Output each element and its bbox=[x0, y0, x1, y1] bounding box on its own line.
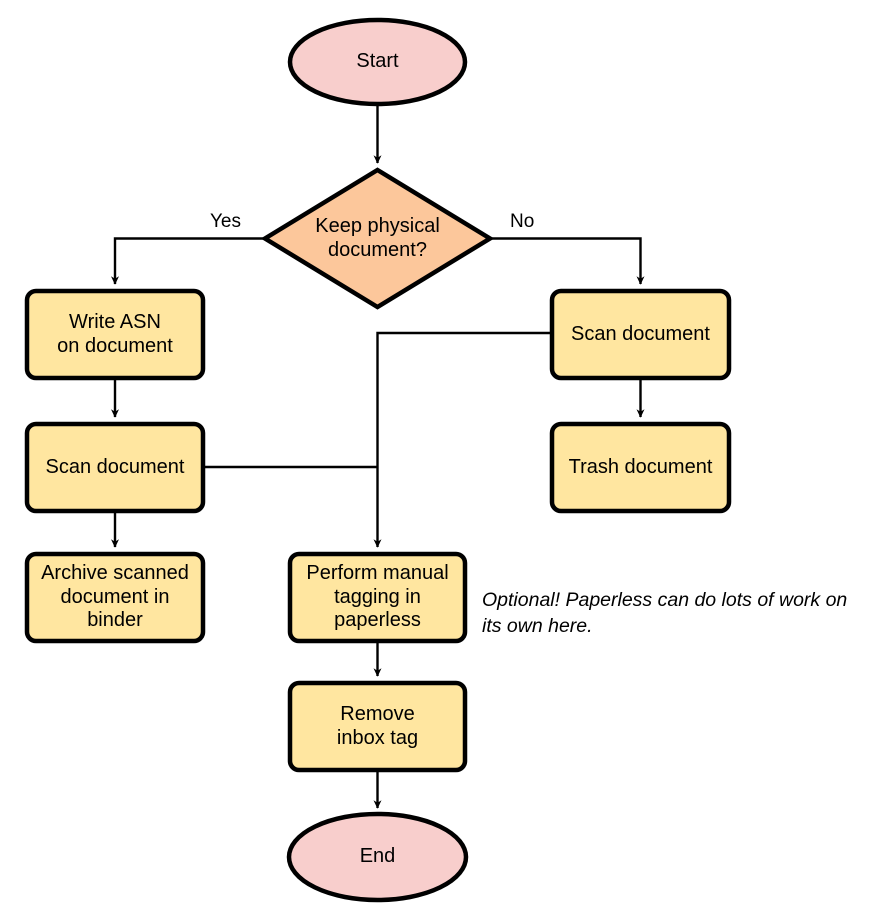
edge-label-yes: Yes bbox=[210, 211, 241, 232]
node-start[interactable] bbox=[287, 17, 468, 107]
node-scan-document-left[interactable] bbox=[24, 421, 206, 514]
node-write-asn-on-document[interactable] bbox=[24, 288, 206, 381]
node-perform-manual-tagging-in-paperless[interactable] bbox=[287, 551, 468, 644]
edge-decision-yes bbox=[111, 237, 265, 285]
node-keep-physical-document[interactable] bbox=[260, 167, 495, 310]
optional-note: Optional! Paperless can do lots of work … bbox=[482, 589, 848, 637]
node-archive-scanned-document-in-binder[interactable] bbox=[24, 551, 206, 644]
edge-decision-no bbox=[490, 237, 645, 285]
edge-scan-right-to-tagging bbox=[373, 331, 552, 548]
node-end[interactable] bbox=[286, 811, 469, 903]
node-remove-inbox-tag[interactable] bbox=[287, 680, 468, 773]
edge-label-no: No bbox=[510, 211, 535, 232]
node-scan-document-right[interactable] bbox=[549, 288, 732, 381]
node-trash-document[interactable] bbox=[549, 421, 732, 514]
